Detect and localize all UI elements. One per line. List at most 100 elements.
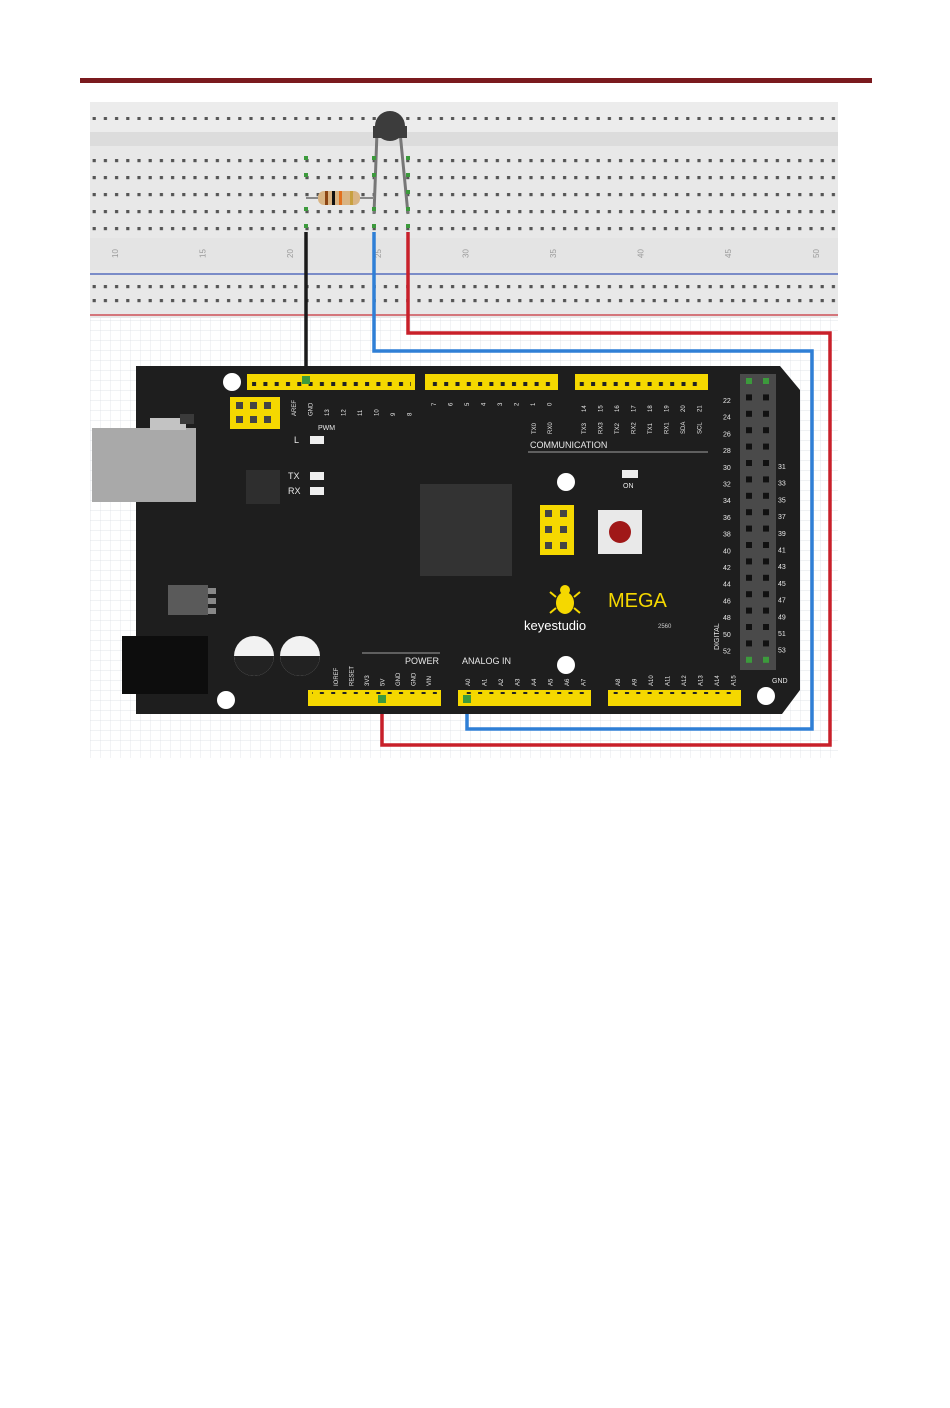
digital-pin [746, 460, 752, 466]
pin-label: A13 [699, 675, 705, 686]
pin-label: RX3 [599, 422, 605, 434]
usb-connector [92, 428, 196, 502]
pin-label: 5V [381, 679, 387, 686]
pin-label: SDA [681, 422, 687, 434]
digital-pin [763, 509, 769, 516]
pin-label: A14 [715, 675, 721, 686]
pin-label: TX2 [615, 422, 621, 434]
pin-label: 47 [778, 598, 786, 605]
breadboard-column-number: 50 [812, 249, 821, 258]
analog-in-label: ANALOG IN [462, 656, 511, 666]
pin-label: AREF [292, 400, 298, 416]
breadboard-column-number: 20 [286, 249, 295, 258]
pin-label: 14 [582, 405, 588, 412]
pin-label: 19 [665, 405, 671, 412]
pin-label: 13 [325, 409, 331, 416]
led-tx-label: TX [288, 471, 300, 481]
digital-pin [763, 378, 769, 384]
pin-label: A1 [483, 678, 489, 686]
pin-label: RX0 [548, 422, 554, 434]
pin-label: 28 [723, 448, 731, 455]
pin-label: 33 [778, 481, 786, 488]
header-rule [80, 78, 872, 83]
pin-label: A3 [516, 678, 522, 686]
pin-label: 12 [342, 409, 348, 416]
breadboard-column-number: 10 [111, 249, 120, 258]
pin-label: 53 [778, 648, 786, 655]
digital-pin [763, 624, 769, 630]
pin-label: 45 [778, 581, 786, 588]
digital-pin [746, 476, 752, 483]
pin-label: 8 [408, 412, 414, 416]
pin-label: 6 [449, 402, 455, 406]
pin-label: 31 [778, 464, 786, 471]
pin-label: A15 [732, 675, 738, 686]
pin-label: RX1 [665, 422, 671, 434]
pin-label: 24 [723, 415, 731, 422]
pin-label: A11 [666, 675, 672, 686]
board-model: MEGA [608, 590, 668, 612]
digital-pin [763, 591, 769, 598]
breadboard-column-number: 45 [724, 249, 733, 258]
digital-pin [746, 427, 752, 434]
digital-pin [763, 427, 769, 434]
digital-pin [746, 443, 752, 450]
digital-pin [763, 476, 769, 483]
digital-pin [746, 640, 752, 647]
pin-label: A8 [616, 678, 622, 686]
digital-pin [746, 591, 752, 598]
pin-label: 52 [723, 649, 731, 656]
pin-label: 26 [723, 431, 731, 438]
digital-pin [746, 394, 752, 401]
pin-label: A4 [532, 678, 538, 686]
digital-pin [763, 394, 769, 401]
pin-label: 16 [615, 405, 621, 412]
pin-label: 0 [548, 402, 554, 406]
communication-label: COMMUNICATION [530, 440, 607, 450]
pin-label: VIN [427, 676, 433, 686]
digital-pin [746, 624, 752, 630]
board-brand: keyestudio [524, 618, 586, 633]
pin-label: 21 [698, 405, 704, 412]
pin-label: 38 [723, 532, 731, 539]
pin-label: 5 [465, 402, 471, 406]
pin-label: 15 [599, 405, 605, 412]
digital-pin [763, 443, 769, 450]
digital-pin [746, 656, 752, 663]
pin-label: A6 [565, 678, 571, 686]
pin-label: 9 [391, 412, 397, 416]
wires [304, 232, 832, 747]
pin-label: 46 [723, 598, 731, 605]
keyestudio-logo [549, 585, 581, 614]
pin-label: RX2 [632, 422, 638, 434]
digital-pin [746, 410, 752, 417]
pin-label: 20 [681, 405, 687, 412]
pin-label: RESET [350, 666, 356, 686]
pin-label: A7 [582, 678, 588, 686]
pin-label: 17 [632, 405, 638, 412]
digital-pin [763, 460, 769, 466]
breadboard-column-number: 25 [374, 249, 383, 258]
pin-label: A10 [649, 675, 655, 686]
pin-label: 36 [723, 515, 731, 522]
digital-pin [746, 607, 752, 614]
breadboard-column-number: 35 [549, 249, 558, 258]
digital-pin [763, 607, 769, 614]
pin-label: 22 [723, 398, 731, 405]
digital-pin [746, 509, 752, 516]
pin-label: 3 [498, 402, 504, 406]
digital-pin [746, 558, 752, 565]
digital-pin [746, 525, 752, 532]
digital-pin [763, 640, 769, 647]
mcu-chip [420, 484, 512, 576]
pin-label: 2 [515, 402, 521, 406]
pin-label: A2 [499, 678, 505, 686]
pin-label: 41 [778, 548, 786, 555]
digital-label: DIGITAL [714, 623, 721, 650]
pin-label: 18 [648, 405, 654, 412]
pin-label: 1 [531, 402, 537, 406]
digital-pin [763, 542, 769, 548]
digital-pin [763, 492, 769, 499]
digital-pin [763, 525, 769, 532]
